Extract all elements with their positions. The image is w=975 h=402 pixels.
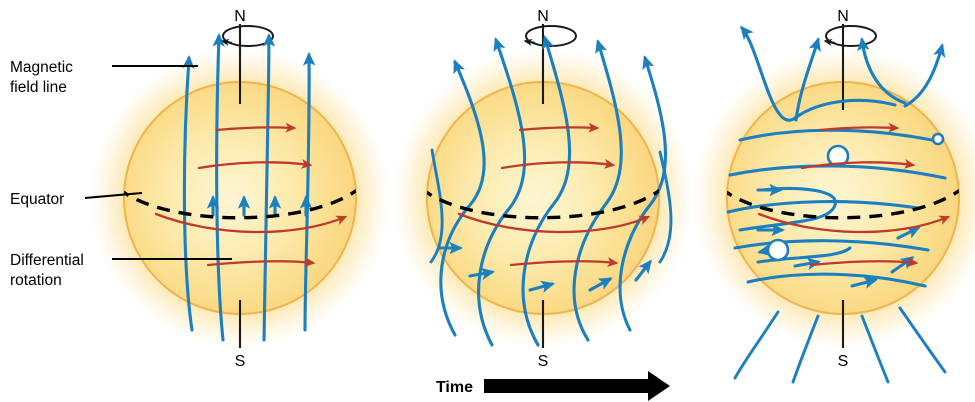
panel-2: N S xyxy=(393,8,693,370)
panel-3: N S xyxy=(693,8,975,384)
callout-equator: Equator xyxy=(10,191,143,208)
callout-differential-rotation: Differential rotation xyxy=(10,252,232,289)
pole-label-south: S xyxy=(235,353,246,370)
sun-body xyxy=(123,81,357,315)
label-line-1: Differential xyxy=(10,252,84,269)
rotation-arrows-panel-1 xyxy=(154,122,348,268)
panel-1: N S xyxy=(90,8,390,370)
equator-line xyxy=(727,184,959,220)
equator-line xyxy=(124,184,356,220)
equator-line xyxy=(427,184,659,220)
callout-magnetic-field-line: Magnetic field line xyxy=(10,59,198,96)
rotation-arrows-panel-3 xyxy=(757,122,951,268)
pole-label-north: N xyxy=(234,8,246,25)
spin-indicator xyxy=(523,25,577,47)
time-arrow-icon xyxy=(484,371,670,401)
time-axis: Time xyxy=(436,371,670,401)
leader-line xyxy=(84,191,143,200)
pole-label-south: S xyxy=(838,353,849,370)
pole-label-north: N xyxy=(837,8,849,25)
sun-body xyxy=(426,81,660,315)
pole-label-north: N xyxy=(537,8,549,25)
kink-loop xyxy=(826,144,850,168)
kink-loop xyxy=(931,132,945,146)
field-lines-panel-1 xyxy=(182,33,316,342)
field-lines-panel-3 xyxy=(726,25,947,384)
rotation-arrows-panel-2 xyxy=(457,122,651,268)
spin-indicator xyxy=(823,25,877,47)
kink-loop xyxy=(766,238,790,262)
label-line-1: Magnetic xyxy=(10,59,73,76)
spin-indicator xyxy=(220,25,274,47)
field-lines-panel-2 xyxy=(429,35,673,347)
pole-label-south: S xyxy=(538,353,549,370)
label-line-2: field line xyxy=(10,79,67,96)
label-line-2: rotation xyxy=(10,272,62,289)
time-label: Time xyxy=(436,379,473,396)
label-line-1: Equator xyxy=(10,191,64,208)
